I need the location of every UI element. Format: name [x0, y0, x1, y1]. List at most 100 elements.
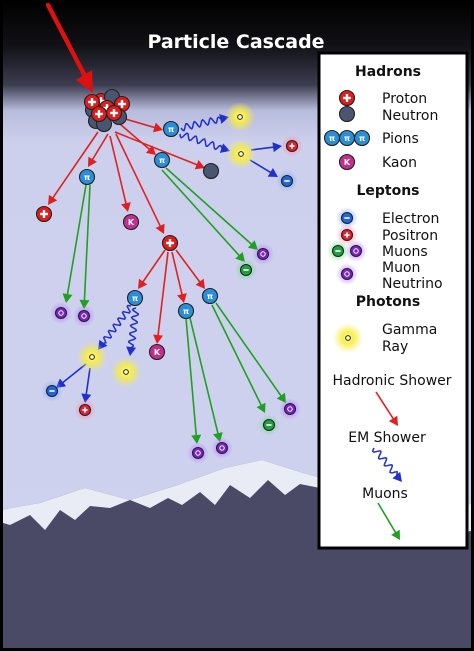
arrow-to-neutron-right [114, 131, 205, 170]
legend-photons-heading: Photons [356, 294, 420, 310]
arrow-to-muon-mid [161, 169, 245, 262]
svg-text:π: π [159, 156, 165, 165]
legend-pion-icon-3: π [353, 129, 371, 147]
legend-muons-arrow-label: Muons [362, 486, 408, 502]
muon-neutrino-mid [252, 243, 274, 265]
primary-nucleus-cluster [83, 88, 131, 133]
legend-muon-neutrino-icon [336, 263, 358, 285]
arrow-to-muon-2b-1 [185, 317, 202, 444]
muon-neutrino-2b-1 [187, 442, 209, 464]
legend-hadrons-heading: Hadrons [355, 64, 421, 80]
legend-kaon-label: Kaon [382, 155, 417, 171]
arrow-to-pion-2a [138, 249, 166, 289]
legend-muon-icon [327, 240, 349, 262]
proton-left [35, 205, 53, 223]
legend-gamma-line1: Gamma [382, 322, 437, 338]
legend-positron-label: Positron [382, 228, 438, 244]
gamma-ray-3 [77, 342, 107, 372]
legend-proton-label: Proton [382, 91, 427, 107]
neutron-right [202, 162, 220, 180]
electron-top [276, 170, 298, 192]
arrow-to-proton-left [48, 131, 99, 205]
legend-pion-icon-1: π [323, 129, 341, 147]
diagram-title: Particle Cascade [147, 31, 324, 53]
svg-text:K: K [128, 218, 135, 227]
legend-muons-label: Muons [382, 244, 428, 260]
legend-pions-label: Pions [382, 131, 419, 147]
muon-neutrino-left [50, 302, 72, 324]
kaon-left: K [122, 213, 140, 231]
arrow-to-proton-center [115, 133, 165, 234]
muon-mid [235, 259, 257, 281]
svg-text:π: π [168, 125, 174, 134]
legend-muon-neutrino-line1: Muon [382, 260, 420, 276]
legend-muon-icon-2 [345, 240, 367, 262]
svg-text:π: π [84, 173, 90, 182]
arrow-to-kaon-left [109, 135, 131, 212]
arrow-to-pion-left [88, 133, 109, 167]
legend-leptons-heading: Leptons [356, 183, 419, 199]
arrow-to-pion-2b [171, 251, 187, 303]
legend-gamma-icon [333, 323, 363, 353]
positron-low [74, 399, 96, 421]
svg-text:π: π [329, 134, 335, 143]
positron-top [281, 135, 303, 157]
pion-2c: π [201, 287, 219, 305]
muon-neutrino-2c [279, 398, 301, 420]
arrow-to-muon-left-1 [62, 184, 87, 303]
svg-text:π: π [183, 307, 189, 316]
muon-2c-1 [258, 414, 280, 436]
legend-muons-arrow [377, 502, 400, 540]
pion-top: π [162, 120, 180, 138]
pion-2b: π [177, 302, 195, 320]
arrow-gamma-4 [126, 307, 140, 356]
arrow-to-pion-top [121, 117, 163, 133]
legend-proton-icon [338, 89, 356, 107]
legend-kaon-icon: K [338, 153, 356, 171]
snow-cap-left [0, 488, 130, 530]
legend-hadronic-shower-arrow [375, 391, 398, 426]
muon-neutrino-left-2 [73, 305, 95, 327]
arrow-to-pion-2c [175, 249, 205, 289]
gamma-ray-2 [226, 139, 256, 169]
legend-electron-icon [336, 207, 358, 229]
kaon-2: K [148, 343, 166, 361]
gamma-ray-4 [111, 357, 141, 387]
svg-text:K: K [344, 158, 351, 167]
proton-center [161, 234, 179, 252]
snow-cap-center [130, 460, 335, 508]
arrow-to-muon-left-2 [79, 184, 91, 309]
legend-electron-label: Electron [382, 211, 439, 227]
legend-hadronic-shower-label: Hadronic Shower [332, 373, 451, 389]
svg-text:K: K [154, 348, 161, 357]
incoming-cosmic-ray-arrow [45, 2, 93, 93]
legend-muon-neutrino-line2: Neutrino [382, 276, 443, 292]
legend-em-shower-arrow [371, 447, 402, 482]
muon-neutrino-2b-2 [211, 437, 233, 459]
legend-positron-icon [336, 224, 358, 246]
arrow-to-electron-top [249, 159, 278, 177]
arrow-to-muon-2c-1 [211, 304, 266, 413]
cluster-proton [83, 93, 101, 111]
svg-text:π: π [359, 134, 365, 143]
cluster-proton [90, 105, 108, 123]
legend-neutron-label: Neutron [382, 108, 438, 124]
arrow-to-pion-mid [119, 123, 156, 155]
electron-low [41, 380, 63, 402]
legend-em-shower-label: EM Shower [348, 430, 426, 446]
cascade-arrows [48, 114, 286, 444]
pion-left: π [78, 168, 96, 186]
svg-text:π: π [132, 294, 138, 303]
gamma-ray-1 [225, 102, 255, 132]
svg-text:π: π [207, 292, 213, 301]
cluster-proton [105, 104, 123, 122]
svg-text:π: π [344, 134, 350, 143]
pion-mid: π [153, 151, 171, 169]
legend-gamma-line2: Ray [382, 339, 408, 355]
legend-pion-icon-2: π [338, 129, 356, 147]
legend-panel: Hadrons Proton Neutron Pions Kaon Lepton… [317, 51, 469, 550]
